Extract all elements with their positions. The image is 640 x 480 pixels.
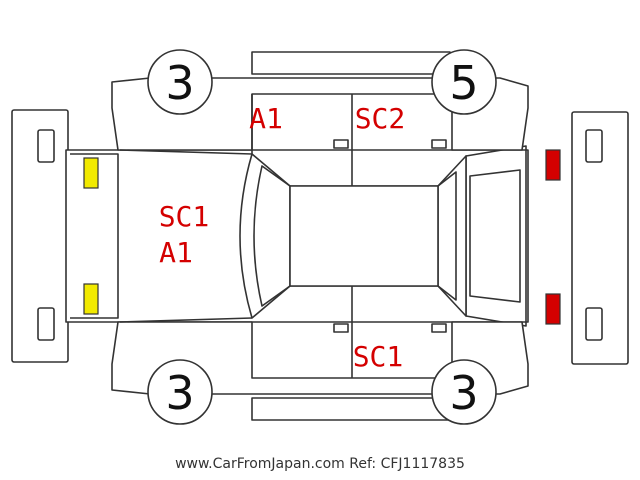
tire-front-right: 3 [147,359,213,425]
cabin-glass [119,149,467,323]
footer-ref: Ref: CFJ1117835 [349,456,465,472]
front-lamp-right [83,283,99,315]
tire-front-left-grade: 3 [165,56,194,110]
footer-credit: www.CarFromJapan.com Ref: CFJ1117835 [0,456,640,472]
damage-mark-hood-line1: SC1 [159,200,210,233]
tire-front-left: 3 [147,49,213,115]
tire-front-right-grade: 3 [165,366,194,420]
right-side-profile [111,286,529,421]
rear-lamp-right [545,293,561,325]
tire-rear-right-grade: 3 [449,366,478,420]
tire-rear-left-grade: 5 [449,56,478,110]
front-bumper [11,109,69,363]
damage-mark-hood-line2: A1 [159,236,193,269]
damage-mark-front-left-door: A1 [249,102,283,135]
tire-rear-left: 5 [431,49,497,115]
damage-mark-rear-right-door: SC1 [353,340,404,373]
rear-bumper [571,111,629,365]
rear-lamp-left [545,149,561,181]
footer-site: www.CarFromJapan.com [175,456,345,472]
tire-rear-right: 3 [431,359,497,425]
damage-mark-rear-left-door: SC2 [355,102,406,135]
front-lamp-left [83,157,99,189]
